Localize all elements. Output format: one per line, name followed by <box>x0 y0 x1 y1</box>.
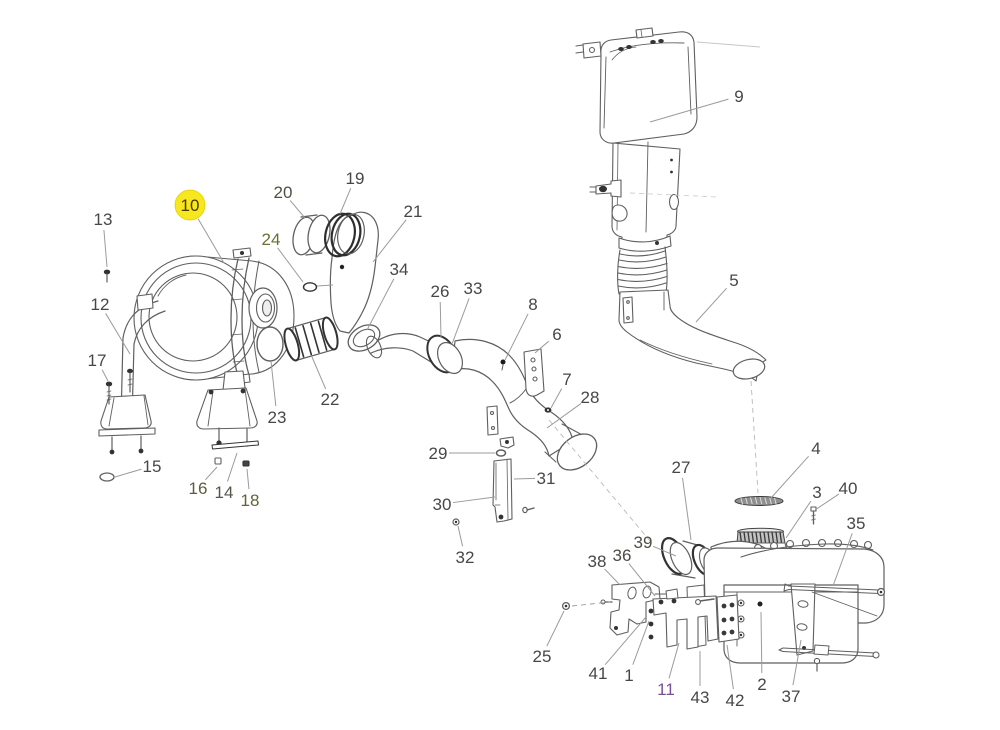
callout-35-leader <box>832 533 853 587</box>
callout-37-leader <box>792 639 802 686</box>
callout-24-leader <box>277 247 304 283</box>
callout-28-label: 28 <box>581 388 600 407</box>
callout-13-label: 13 <box>94 210 113 229</box>
callout-5-label: 5 <box>729 271 738 290</box>
callout-40-label: 40 <box>839 479 858 498</box>
callout-10-leader <box>197 218 225 264</box>
callout-11-label: 11 <box>657 680 675 699</box>
callout-16-label: 16 <box>189 479 208 498</box>
callout-9-label: 9 <box>734 87 743 106</box>
callout-7-leader <box>550 388 563 409</box>
callout-18-label: 18 <box>241 491 260 510</box>
air-cleaner-assembly-drawing <box>561 496 886 672</box>
callout-25-leader <box>546 610 565 647</box>
callout-23-leader <box>270 360 277 407</box>
callout-38-leader <box>604 568 621 586</box>
callout-39-leader <box>652 545 677 557</box>
guide-line-3 <box>629 192 719 198</box>
callout-25-label: 25 <box>533 647 552 666</box>
callout-1-label: 1 <box>624 666 633 685</box>
callout-34-leader <box>366 278 395 331</box>
callout-5-leader <box>695 287 727 323</box>
callout-13-leader <box>103 229 108 268</box>
callout-38-label: 38 <box>588 552 607 571</box>
callout-30-label: 30 <box>433 495 452 514</box>
callout-16-leader <box>205 466 218 481</box>
callout-11-leader <box>668 642 680 679</box>
callout-2-label: 2 <box>757 675 766 694</box>
callout-24-label: 24 <box>262 230 281 249</box>
callout-4-leader <box>770 455 810 499</box>
callout-10-label: 10 <box>181 196 200 215</box>
guide-line-5 <box>316 284 334 287</box>
callout-14-label: 14 <box>215 483 234 502</box>
callout-19-label: 19 <box>346 169 365 188</box>
callout-1-leader <box>632 620 650 665</box>
callout-36-label: 36 <box>613 546 632 565</box>
callout-28-leader <box>546 403 582 429</box>
assembly-guide-lines <box>316 41 761 607</box>
callout-22-leader <box>311 356 327 390</box>
callout-18-leader <box>246 468 250 490</box>
air-cleaner-canister-drawing <box>98 211 438 482</box>
callout-leader-lines <box>101 98 853 690</box>
callout-32-label: 32 <box>456 548 475 567</box>
callout-23-label: 23 <box>268 408 287 427</box>
callout-15-label: 15 <box>143 457 162 476</box>
callout-10-highlight <box>174 189 206 221</box>
callout-20-label: 20 <box>274 183 293 202</box>
callout-8-label: 8 <box>528 295 537 314</box>
guide-line-4 <box>696 41 761 48</box>
callout-41-label: 41 <box>589 664 608 683</box>
callout-7-label: 7 <box>562 370 571 389</box>
callout-27-leader <box>681 477 692 541</box>
callout-35-label: 35 <box>847 514 866 533</box>
callout-34-label: 34 <box>390 260 409 279</box>
callout-4-label: 4 <box>811 439 820 458</box>
callout-21-leader <box>372 219 407 263</box>
callout-31-leader <box>513 477 536 480</box>
callout-29-label: 29 <box>429 444 448 463</box>
callout-31-label: 31 <box>537 469 556 488</box>
callout-37-label: 37 <box>782 687 801 706</box>
callout-32-leader <box>457 525 464 547</box>
callout-6-leader <box>534 340 550 354</box>
callout-3-label: 3 <box>812 483 821 502</box>
callout-17-label: 17 <box>88 351 107 370</box>
callout-2-leader <box>760 611 763 674</box>
guide-line-6 <box>571 601 611 607</box>
callout-3-leader <box>785 500 812 539</box>
callout-20-leader <box>289 200 306 219</box>
callout-17-leader <box>101 369 109 382</box>
callout-26-label: 26 <box>431 282 450 301</box>
callout-8-leader <box>504 313 529 361</box>
callout-39-label: 39 <box>634 533 653 552</box>
callout-26-leader <box>439 301 442 339</box>
callout-12-label: 12 <box>91 295 110 314</box>
intake-stack-drawing <box>575 27 767 382</box>
callout-33-leader <box>451 298 470 345</box>
guide-line-1 <box>750 380 759 494</box>
callout-30-leader <box>452 496 496 504</box>
callout-19-leader <box>339 187 352 215</box>
callout-43-label: 43 <box>691 688 710 707</box>
callout-41-leader <box>604 616 647 665</box>
callout-33-label: 33 <box>464 279 483 298</box>
callout-36-leader <box>628 563 656 597</box>
callout-21-label: 21 <box>404 202 423 221</box>
callout-15-leader <box>114 468 142 478</box>
callout-6-label: 6 <box>552 325 561 344</box>
callout-42-label: 42 <box>726 691 745 710</box>
callout-42-leader <box>726 644 734 690</box>
callout-27-label: 27 <box>672 458 691 477</box>
callout-40-leader <box>814 493 840 511</box>
callout-12-leader <box>105 313 131 355</box>
intake-pipe-drawing <box>426 334 598 526</box>
callout-9-leader <box>649 98 729 123</box>
callout-14-leader <box>227 452 238 482</box>
callout-22-label: 22 <box>321 390 340 409</box>
